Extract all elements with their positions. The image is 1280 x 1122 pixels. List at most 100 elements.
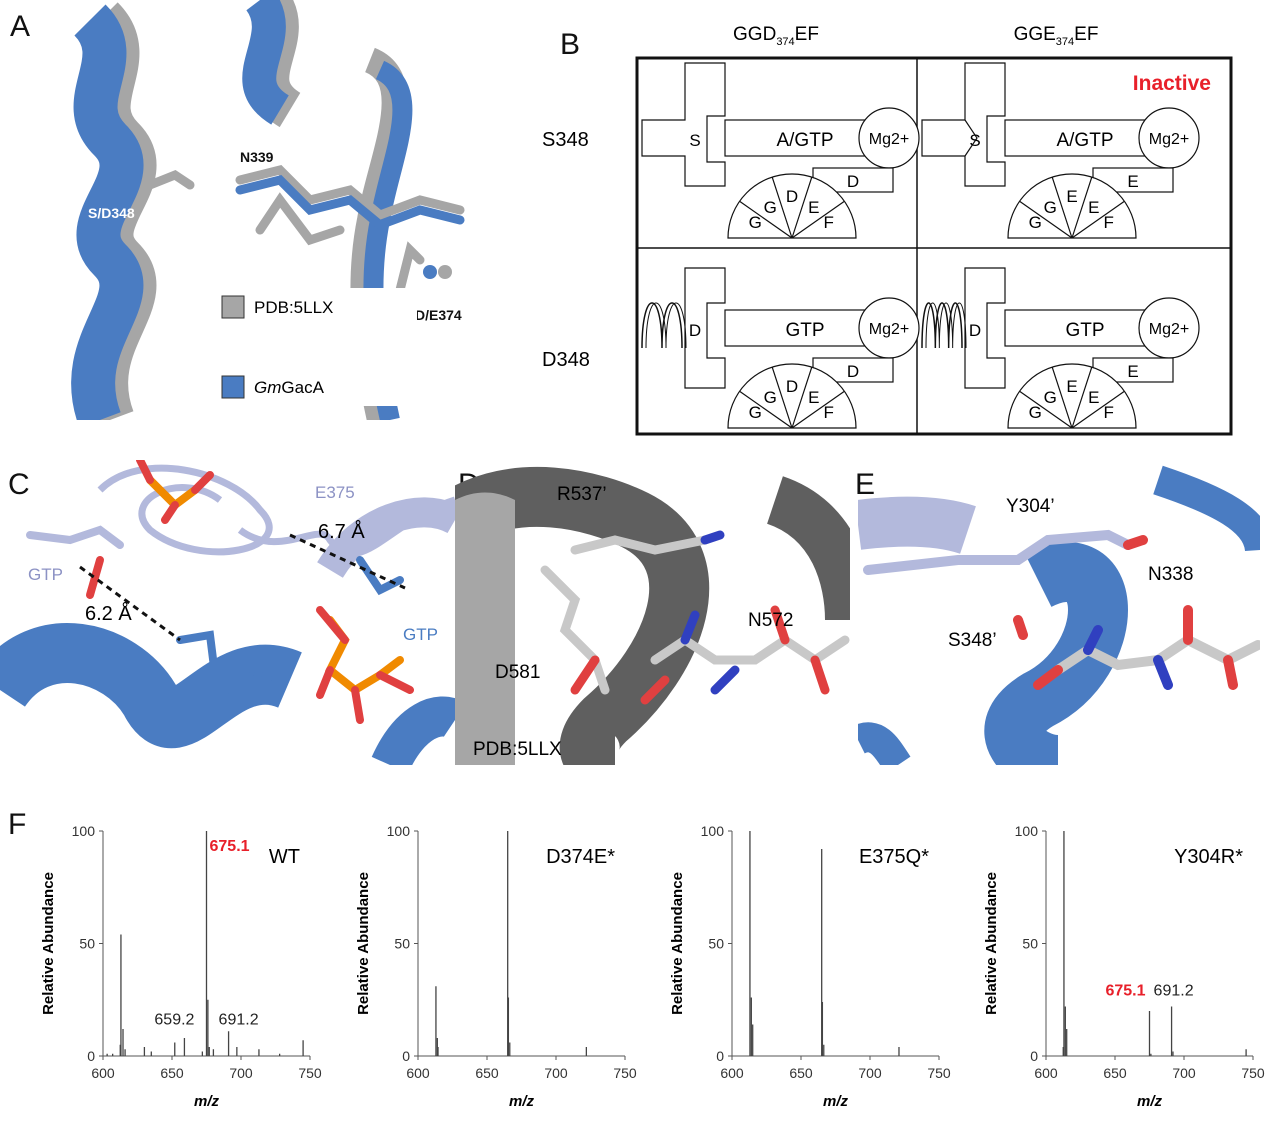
helix-spring xyxy=(641,302,683,349)
fan-letter: G xyxy=(1029,403,1042,422)
peak-annotation: 691.2 xyxy=(1154,982,1194,999)
peak-annotation: 691.2 xyxy=(219,1012,259,1029)
panel-label-f: F xyxy=(8,808,27,841)
legend-swatch-gmgaca xyxy=(221,375,245,399)
panel-e-structure: Y304’ N338 S348’ xyxy=(858,465,1260,765)
peak-annotation: 675.1 xyxy=(210,838,250,855)
x-axis-label: m/z xyxy=(509,1093,535,1110)
y-axis-label: Relative Abundance xyxy=(40,872,57,1015)
y-tick-label: 50 xyxy=(1022,936,1038,952)
column-header: GGE374EF xyxy=(1014,24,1099,48)
helix-left xyxy=(71,2,157,420)
residue-label: N572 xyxy=(748,610,793,631)
residue-letter: D xyxy=(689,321,701,340)
substrate-label: GTP xyxy=(785,320,824,341)
residue-letter: D xyxy=(969,321,981,340)
fan-letter: E xyxy=(808,388,819,407)
panel-label-a: A xyxy=(10,10,31,43)
fan-letter: D xyxy=(786,187,798,206)
peak-annotation: 659.2 xyxy=(154,1012,194,1029)
y-axis-label: Relative Abundance xyxy=(669,872,686,1015)
mg-ion xyxy=(423,265,437,279)
x-tick-label: 750 xyxy=(1241,1065,1265,1081)
ligand-label: GTP xyxy=(403,625,438,644)
legend-label: GmGacA xyxy=(254,378,325,397)
fan-letter: G xyxy=(764,388,777,407)
fan-letter: G xyxy=(764,198,777,217)
distance-label: 6.2 Å xyxy=(85,602,132,625)
x-tick-label: 700 xyxy=(858,1065,882,1081)
fan-letter: E xyxy=(1088,198,1099,217)
panel-label-e: E xyxy=(855,468,876,501)
chart-title: D374E* xyxy=(546,846,615,868)
residue-label: S348’ xyxy=(948,630,997,651)
panel-label-c: C xyxy=(8,468,30,501)
domain-shape xyxy=(921,62,1006,187)
panel-d-structure: R537’ N572 D581 PDB:5LLX xyxy=(455,466,850,765)
x-tick-label: 750 xyxy=(298,1065,322,1081)
peak-annotation: 675.1 xyxy=(1105,982,1145,999)
x-tick-label: 650 xyxy=(1103,1065,1127,1081)
metal-label: Mg2+ xyxy=(1149,131,1189,148)
substrate-box xyxy=(724,309,886,347)
legend-label: PDB:5LLX xyxy=(254,298,333,317)
y-tick-label: 100 xyxy=(701,823,725,839)
motif-letter: E xyxy=(1127,362,1138,381)
x-tick-label: 700 xyxy=(544,1065,568,1081)
mg-ion xyxy=(438,265,452,279)
fan-letter: F xyxy=(824,403,834,422)
x-tick-label: 650 xyxy=(160,1065,184,1081)
x-tick-label: 750 xyxy=(927,1065,951,1081)
fan-letter: G xyxy=(1029,213,1042,232)
fan-letter: F xyxy=(824,213,834,232)
fan-letter: E xyxy=(808,198,819,217)
motif-letter: E xyxy=(1127,172,1138,191)
metal-label: Mg2+ xyxy=(1149,321,1189,338)
fan-letter: F xyxy=(1104,213,1114,232)
substrate-box xyxy=(1004,119,1166,157)
x-tick-label: 700 xyxy=(1172,1065,1196,1081)
domain-shape xyxy=(684,267,726,389)
distance-label: 6.7 Å xyxy=(318,520,365,543)
helix-spring xyxy=(921,302,963,349)
row-label: D348 xyxy=(542,349,590,371)
x-tick-label: 700 xyxy=(229,1065,253,1081)
motif-fan xyxy=(1007,173,1137,239)
x-axis-label: m/z xyxy=(823,1093,849,1110)
y-tick-label: 50 xyxy=(394,936,410,952)
y-tick-label: 100 xyxy=(72,823,96,839)
motif-fan xyxy=(1007,363,1137,429)
column-header: GGD374EF xyxy=(733,24,819,48)
row-label: S348 xyxy=(542,129,589,151)
fan-letter: F xyxy=(1104,403,1114,422)
gtp-ligand xyxy=(145,165,465,295)
chart-title: Y304R* xyxy=(1174,846,1243,868)
panel-a-structure: N339 S/D348 D/E374 PDB:5LLX GmGacA xyxy=(40,0,470,420)
panel-label-b: B xyxy=(560,28,581,61)
metal-label: Mg2+ xyxy=(869,321,909,338)
y-tick-label: 100 xyxy=(387,823,411,839)
residue-label: E375 xyxy=(235,667,275,686)
x-axis-label: m/z xyxy=(1137,1093,1163,1110)
fan-letter: G xyxy=(749,213,762,232)
fan-letter: G xyxy=(1044,388,1057,407)
fan-letter: G xyxy=(1044,198,1057,217)
chart-title: WT xyxy=(269,846,300,868)
helix-top xyxy=(242,0,302,128)
substrate-label: A/GTP xyxy=(1056,130,1113,151)
x-tick-label: 650 xyxy=(475,1065,499,1081)
residue-label: D581 xyxy=(495,662,540,683)
y-tick-label: 0 xyxy=(716,1048,724,1064)
residue-letter: S xyxy=(689,131,700,150)
y-tick-label: 0 xyxy=(402,1048,410,1064)
motif-fan xyxy=(727,173,857,239)
